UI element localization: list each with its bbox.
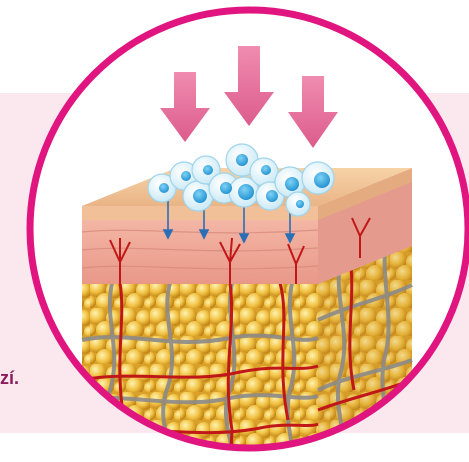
dermis-layer [82,218,318,284]
